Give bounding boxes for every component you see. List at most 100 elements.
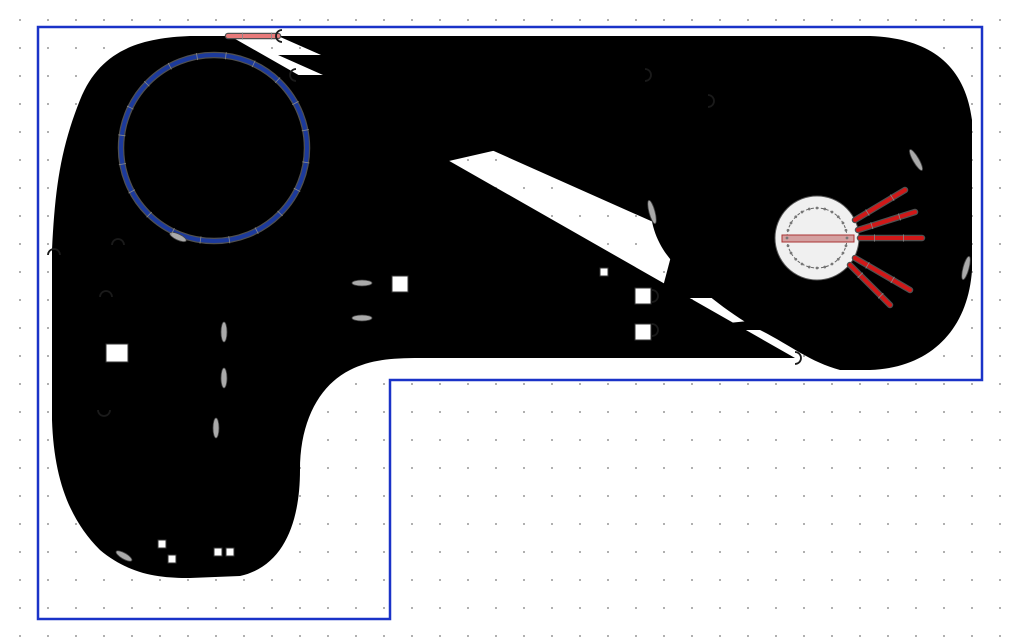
bumper-stop[interactable] <box>99 290 113 298</box>
bumper-stop[interactable] <box>275 29 283 43</box>
track-joint <box>128 189 136 194</box>
track-joint <box>126 105 134 110</box>
bumper-stop[interactable] <box>97 409 111 417</box>
track-joint <box>877 292 884 299</box>
turntable-stall-marker <box>823 265 827 269</box>
turnout-marker[interactable] <box>212 417 220 439</box>
turntable-stall-marker <box>800 210 804 214</box>
turnout-marker[interactable] <box>646 199 658 225</box>
turntable-stall-marker <box>785 236 789 240</box>
turntable-stall-marker <box>841 251 845 255</box>
switch-markers <box>115 148 972 563</box>
track-joint <box>118 163 127 166</box>
turntable-stall-marker <box>841 221 845 225</box>
uncoupler-box[interactable] <box>105 343 129 363</box>
yellow-siding-track[interactable] <box>660 305 905 330</box>
turntable-stall-marker <box>844 244 848 248</box>
turnout-marker[interactable] <box>220 321 228 343</box>
track-joint <box>857 272 864 279</box>
track-joint <box>277 210 283 217</box>
turntable-stall-marker <box>800 262 804 266</box>
bumper-stop[interactable] <box>289 68 297 82</box>
yellow-south-spur-2-track[interactable] <box>215 275 224 552</box>
bumper-stop[interactable] <box>794 351 802 365</box>
track-joint <box>865 261 870 269</box>
track-joint <box>254 227 259 235</box>
uncoupler-box[interactable] <box>391 275 409 293</box>
turntable-stall-marker <box>815 206 819 210</box>
bumper-stop[interactable] <box>111 238 125 246</box>
end-marker-box[interactable] <box>157 539 167 549</box>
track-accessories <box>105 267 652 564</box>
white-siding-4-track[interactable] <box>360 318 640 333</box>
track-joint <box>302 161 310 164</box>
yellow-south-spur-4-track[interactable] <box>215 400 232 552</box>
turnout-marker[interactable] <box>220 367 228 389</box>
track-joint <box>146 211 152 218</box>
turntable[interactable] <box>774 195 860 281</box>
track-joint <box>118 134 126 137</box>
end-marker-box[interactable] <box>599 267 609 277</box>
track-joint <box>870 222 874 230</box>
turntable-stall-marker <box>815 266 819 270</box>
turntable-stall-marker <box>836 215 840 219</box>
bumpers <box>47 29 802 417</box>
turnout-marker[interactable] <box>351 314 373 322</box>
track-joint <box>170 227 175 235</box>
radial-spur-1-track[interactable] <box>853 188 907 222</box>
bumper-stop[interactable] <box>47 248 61 256</box>
turnout-marker[interactable] <box>351 279 373 287</box>
track-joint <box>228 236 231 244</box>
bumper-stop[interactable] <box>644 68 652 82</box>
end-marker-box[interactable] <box>213 547 223 557</box>
radial-spur-2-track[interactable] <box>856 210 917 232</box>
track-joint <box>224 52 227 60</box>
yellow-yard-throat-track[interactable] <box>205 270 345 296</box>
turntable-stall-marker <box>807 207 811 211</box>
track-joint <box>890 276 895 284</box>
turntable-stall-marker <box>830 210 834 214</box>
track-joint <box>890 194 895 201</box>
track-joint <box>865 209 870 216</box>
turntable-stall-marker <box>830 262 834 266</box>
end-marker-box[interactable] <box>225 547 235 557</box>
turntable-stall-marker <box>794 215 798 219</box>
radial-spur-5-track[interactable] <box>848 263 892 307</box>
turntable-bridge[interactable] <box>781 234 855 243</box>
radial-spur-4-track[interactable] <box>853 256 912 292</box>
turntable-radial-spurs <box>846 186 926 309</box>
bumper-stop[interactable] <box>707 94 715 108</box>
track-joint <box>167 62 172 70</box>
turntable-stall-marker <box>789 221 793 225</box>
yellow-yard-lower-track[interactable] <box>250 300 345 319</box>
turnout-marker[interactable] <box>115 549 134 563</box>
track-joint <box>143 80 150 87</box>
board-outline <box>36 25 984 621</box>
uncoupler-box[interactable] <box>634 323 652 341</box>
turntable-stall-marker <box>845 236 849 240</box>
track-joint <box>199 236 202 244</box>
track-joint <box>301 129 309 132</box>
blue-helix-track[interactable] <box>119 53 309 243</box>
uncoupler-box[interactable] <box>634 287 652 305</box>
track-joint <box>898 213 901 221</box>
track-joint <box>293 187 301 192</box>
yellow-south-spur-3-track[interactable] <box>162 290 216 540</box>
track-joint <box>195 52 199 61</box>
turntable-stall-marker <box>807 265 811 269</box>
turntable-stall-marker <box>823 207 827 211</box>
bumper-stop[interactable] <box>651 323 659 337</box>
turntable-stall-marker <box>786 244 790 248</box>
turnout-marker[interactable] <box>960 255 972 281</box>
bumper-stop[interactable] <box>651 289 659 303</box>
turntable-stall-marker <box>836 257 840 261</box>
turntable-stall-marker <box>786 228 790 232</box>
turnout-marker[interactable] <box>907 148 924 172</box>
white-siding-3-track[interactable] <box>350 272 605 283</box>
turnout-marker[interactable] <box>169 230 188 243</box>
end-marker-box[interactable] <box>167 554 177 564</box>
turntable-stall-marker <box>844 228 848 232</box>
track-joint <box>292 100 299 106</box>
track-joint <box>251 60 256 68</box>
